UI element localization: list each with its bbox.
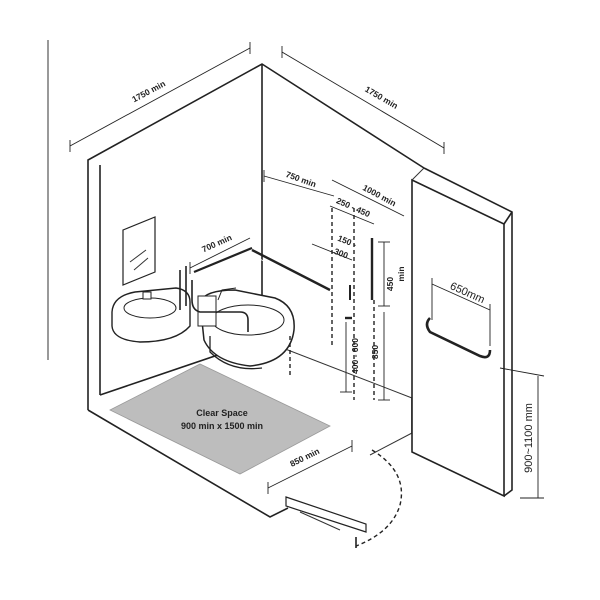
door-rail-height-label: 900~1100 mm [523, 403, 535, 473]
wash-basin [111, 266, 191, 343]
dim-right-wall: 1750 min [281, 46, 445, 154]
vertical-rail-height-unit: min [396, 266, 406, 281]
basin-rail-label: 700 min [200, 232, 233, 254]
vertical-rail-height-label: 450 [385, 277, 395, 291]
door-grab-rail [425, 317, 492, 359]
basin-height-range-label: 400 - 600 [350, 338, 360, 374]
dim-450: 450 min [378, 241, 406, 307]
clear-space-size: 900 min x 1500 min [181, 421, 263, 431]
toilet [197, 287, 295, 370]
dim-150-300: 150 - 300 [311, 233, 358, 261]
dim-left-wall: 1750 min [69, 42, 251, 152]
clear-space-title: Clear Space [196, 408, 248, 418]
right-wall-length-label: 1750 min [363, 84, 400, 111]
dim-400-600: 400 - 600 [340, 322, 360, 393]
mirror [122, 216, 156, 286]
dim-250-450: 250 - 450 [329, 195, 375, 225]
clear-space-area [109, 363, 331, 475]
toilet-grab-rails [191, 246, 331, 332]
door-swing [285, 449, 403, 548]
seat-height-label: 850 [370, 345, 380, 359]
side-wall-rails [345, 238, 374, 320]
door-panel [411, 167, 513, 498]
wall-extent-label: 1000 min [361, 182, 398, 208]
dim-900-1100: 900~1100 mm [499, 367, 545, 499]
dim-850: 850 [370, 312, 390, 401]
dim-750: 750 min [263, 169, 335, 197]
left-wall-length-label: 1750 min [130, 78, 167, 104]
height-guides [289, 208, 375, 400]
room-walls [47, 40, 425, 518]
door-width-label: 850 min [288, 446, 321, 469]
